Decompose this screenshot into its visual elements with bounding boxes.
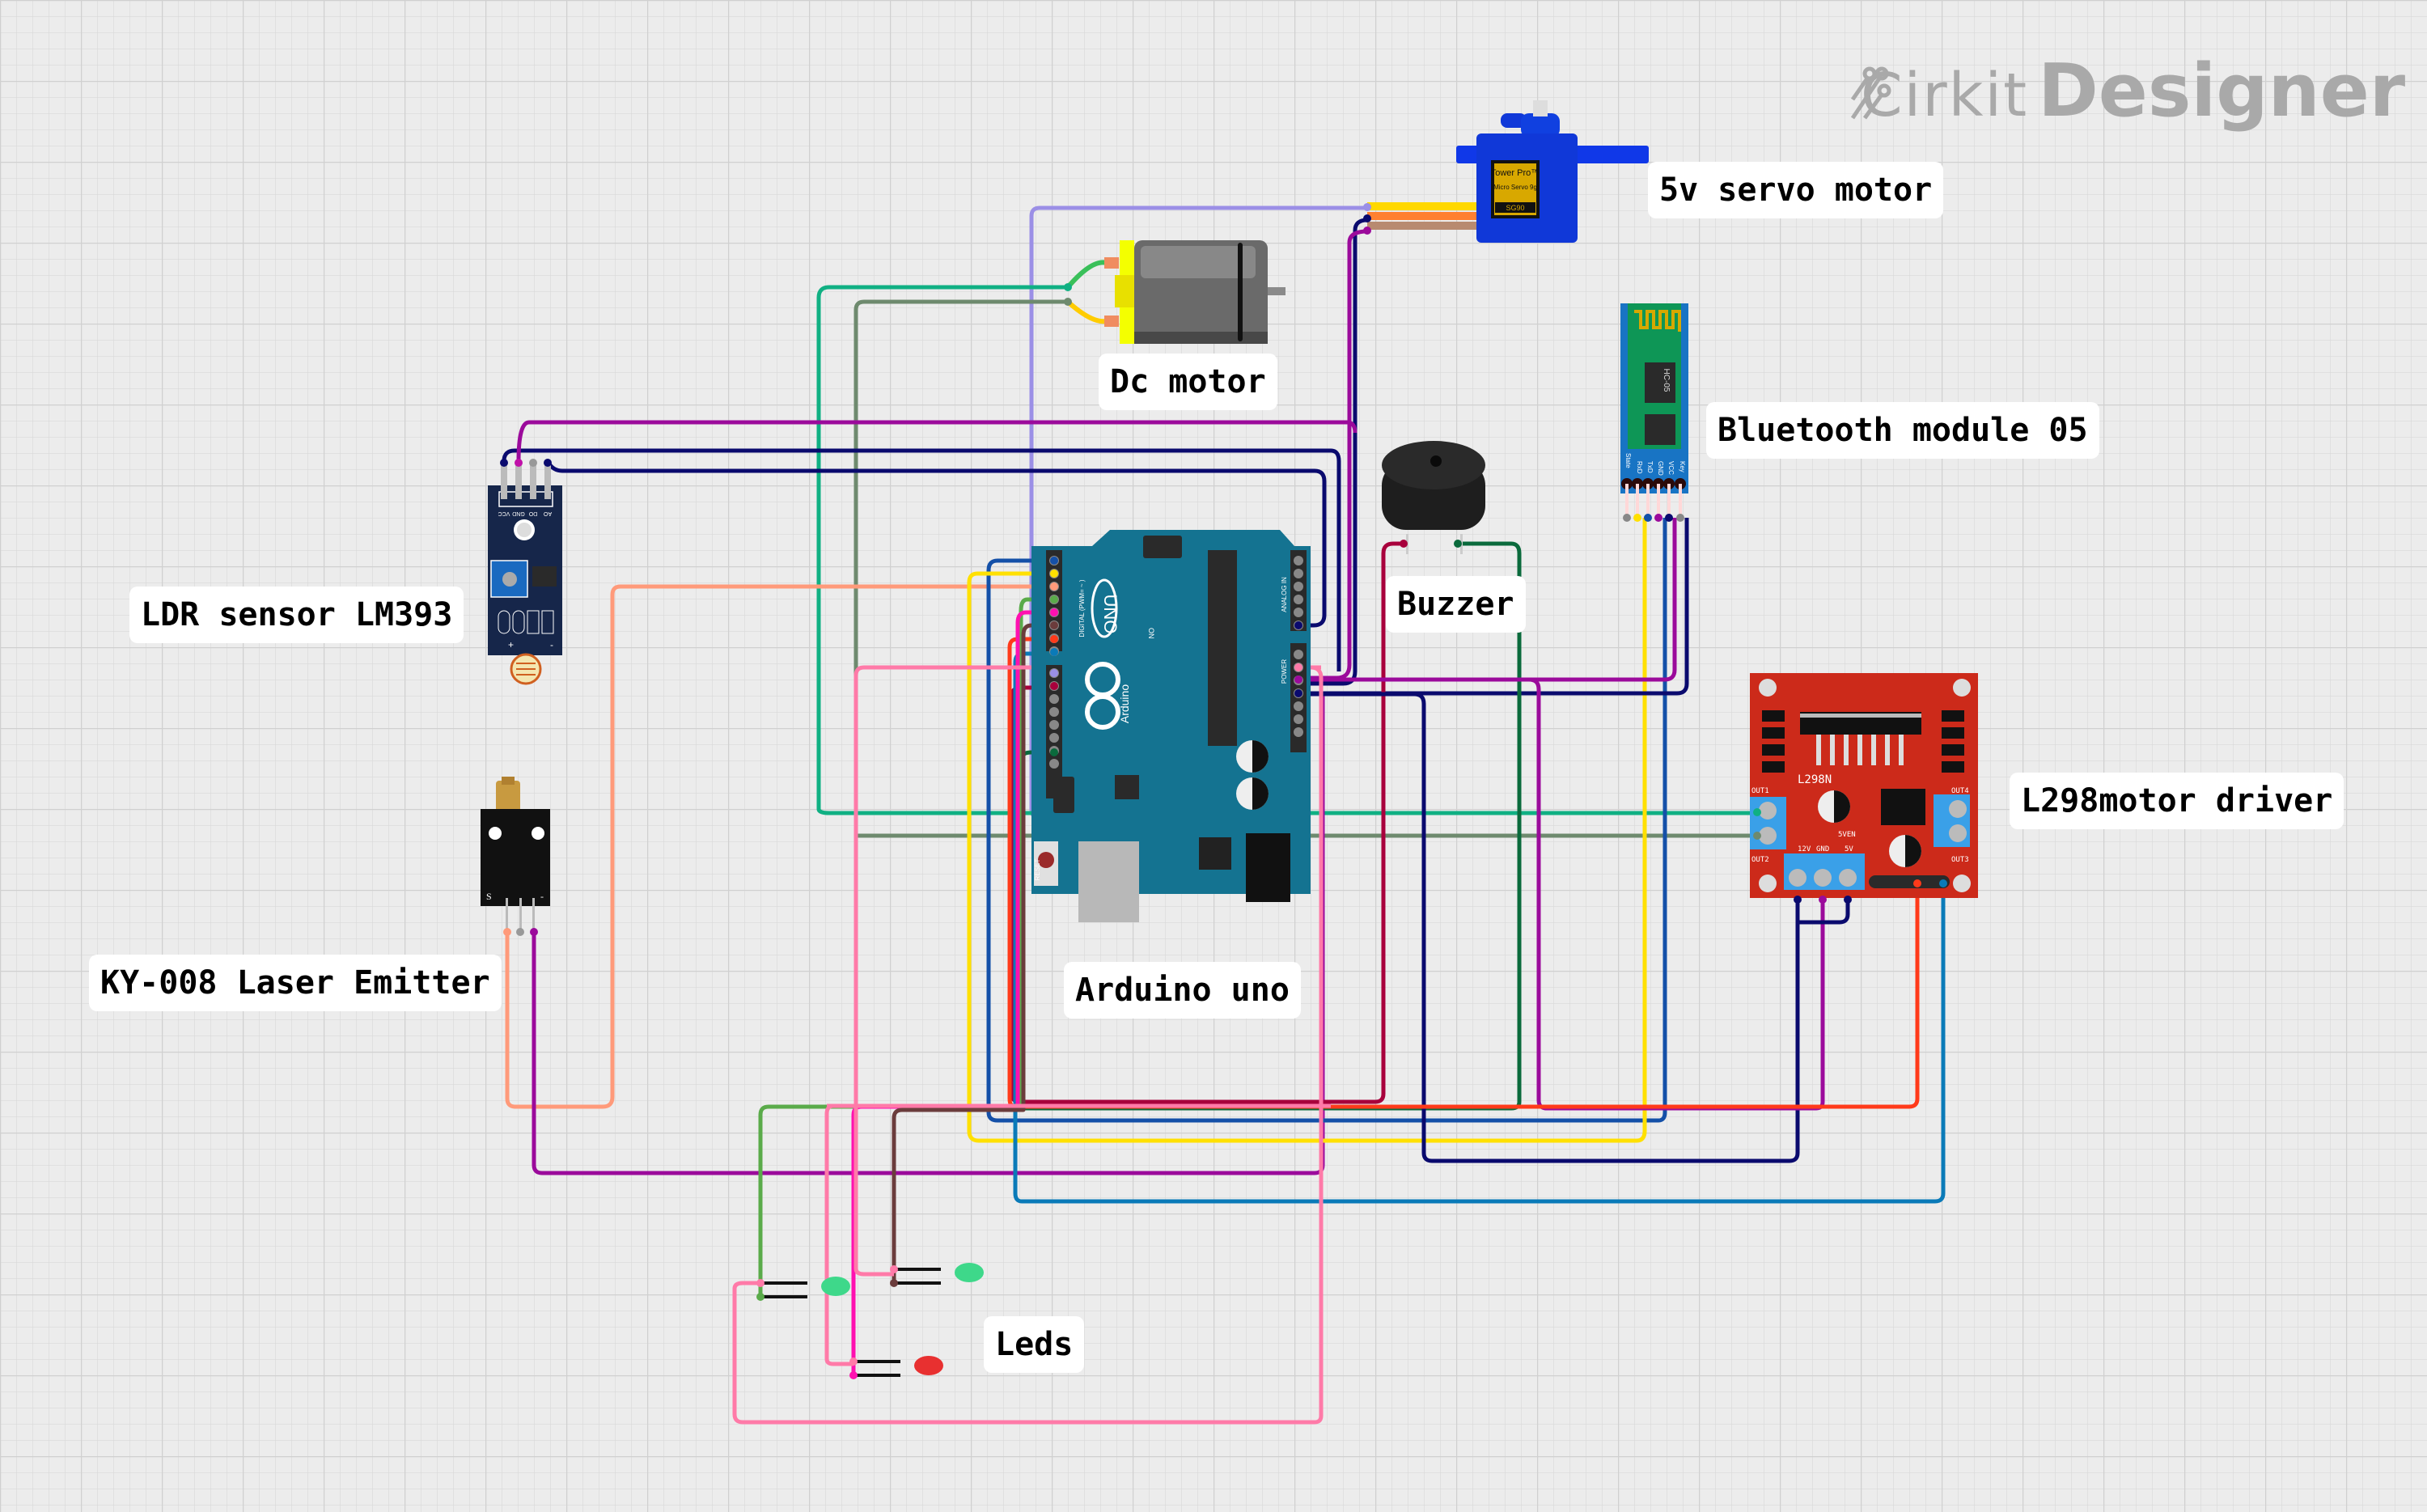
- l298-5ven: 5VEN: [1838, 831, 1856, 839]
- arduino-on-label: ON: [1147, 628, 1155, 639]
- laser-pin-s: S: [486, 891, 492, 902]
- arduino-analog-label: ANALOG IN: [1281, 577, 1288, 612]
- l298-chip-label: L298N: [1798, 773, 1832, 786]
- wire-led-gnd[interactable]: [732, 665, 1324, 1425]
- arduino-reset-label: RESET: [1034, 859, 1041, 881]
- label-laser[interactable]: KY-008 Laser Emitter: [89, 955, 502, 1011]
- servo-marking-mid: Micro Servo 9g: [1493, 184, 1537, 191]
- arduino-uno-logo: UNO: [1100, 595, 1120, 634]
- bluetooth-module[interactable]: HC-05 State RxD TxD GND VCC Key: [1620, 303, 1688, 522]
- laser-pin-minus: -: [540, 891, 544, 902]
- label-arduino[interactable]: Arduino uno: [1064, 962, 1301, 1019]
- wires: [502, 205, 1946, 1425]
- bt-pin-vcc: VCC: [1667, 461, 1675, 475]
- arduino-brand: Arduino: [1118, 684, 1131, 723]
- arduino-pin-a2[interactable]: [1294, 595, 1303, 604]
- ldr-plus: +: [508, 639, 514, 650]
- ldr-pin-vcc: VCC: [498, 510, 510, 516]
- arduino-pin-a3[interactable]: [1294, 582, 1303, 591]
- laser-emitter[interactable]: S -: [481, 777, 550, 936]
- arduino-pin-a4[interactable]: [1294, 569, 1303, 578]
- dc-motor[interactable]: [1064, 240, 1286, 344]
- arduino-uno[interactable]: UNO Arduino ON ANALOG IN POWER DIGITAL (…: [1031, 530, 1311, 922]
- ldr-sensor[interactable]: VCC GND DO AO + -: [488, 459, 562, 685]
- wire-led-gnd-2[interactable]: [853, 665, 1321, 1277]
- bt-pin-state: State: [1624, 453, 1632, 468]
- brand-designer: Designer: [2038, 49, 2406, 133]
- label-bluetooth[interactable]: Bluetooth module 05: [1706, 402, 2099, 459]
- arduino-pin-d10[interactable]: [1049, 694, 1059, 704]
- wire-motor-out2[interactable]: [853, 299, 1756, 838]
- label-dc-motor[interactable]: Dc motor: [1099, 354, 1277, 410]
- wire-ldr-vcc[interactable]: [502, 448, 1341, 671]
- wire-led2-signal[interactable]: [892, 623, 1040, 1282]
- l298-out1: OUT1: [1751, 787, 1769, 795]
- bt-chip-label: HC-05: [1662, 369, 1671, 392]
- ldr-minus: -: [550, 639, 553, 650]
- l298-gnd: GND: [1816, 845, 1829, 853]
- wire-bt-rxd[interactable]: [967, 518, 1647, 1143]
- label-servo[interactable]: 5v servo motor: [1648, 162, 1944, 218]
- wire-buzzer-pos[interactable]: [1009, 541, 1404, 1104]
- label-l298[interactable]: L298motor driver: [2010, 773, 2344, 829]
- l298-motor-driver[interactable]: L298N OUT1 OUT2 OUT3 OUT4 12V GND 5V 5VE…: [1750, 673, 1978, 904]
- wire-servo-gnd[interactable]: [1311, 229, 1368, 680]
- bt-pin-rxd: RxD: [1636, 461, 1643, 474]
- l298-out2: OUT2: [1751, 856, 1769, 864]
- arduino-pin-power-5[interactable]: [1294, 714, 1303, 724]
- bt-pin-gnd: GND: [1657, 461, 1664, 476]
- ldr-pin-do: DO: [528, 510, 537, 516]
- arduino-pin-a1[interactable]: [1294, 608, 1303, 617]
- wire-servo-vcc[interactable]: [1311, 218, 1368, 686]
- wire-ldr-gnd[interactable]: [516, 420, 1358, 462]
- l298-out3: OUT3: [1951, 856, 1969, 864]
- arduino-power-label: POWER: [1281, 659, 1288, 684]
- arduino-pin-d11[interactable]: [1049, 707, 1059, 717]
- servo-motor[interactable]: Tower Pro™ Micro Servo 9g SG90: [1363, 100, 1649, 243]
- label-ldr[interactable]: LDR sensor LM393: [129, 587, 464, 643]
- l298-out4: OUT4: [1951, 787, 1969, 795]
- arduino-pin-a5[interactable]: [1294, 556, 1303, 565]
- arduino-pin-power-6[interactable]: [1294, 727, 1303, 737]
- l298-12v: 12V: [1798, 845, 1811, 853]
- led-red[interactable]: [849, 1356, 943, 1379]
- brand-cirkit: Cirkit: [1861, 61, 2029, 130]
- led-green-1[interactable]: [756, 1277, 850, 1301]
- bt-pin-key: Key: [1679, 461, 1686, 472]
- arduino-digital-label: DIGITAL (PWM= ~ ): [1078, 579, 1086, 637]
- wire-ldr-ao[interactable]: [546, 461, 1327, 628]
- label-buzzer[interactable]: Buzzer: [1386, 576, 1526, 633]
- ldr-pin-gnd: GND: [512, 510, 525, 516]
- l298-5v: 5V: [1845, 845, 1853, 853]
- arduino-pin-d12[interactable]: [1049, 720, 1059, 730]
- wire-l298-5v[interactable]: [1798, 900, 1850, 925]
- wire-l298-12v[interactable]: [1311, 692, 1800, 1163]
- circuit-pins-icon: [1850, 66, 1891, 120]
- wire-bt-gnd[interactable]: [1311, 518, 1677, 682]
- arduino-pin-power-0[interactable]: [1294, 650, 1303, 659]
- servo-marking-top: Tower Pro™: [1491, 168, 1540, 178]
- arduino-pin-d13[interactable]: [1049, 733, 1059, 743]
- led-green-2[interactable]: [890, 1263, 984, 1287]
- bt-pin-txd: TxD: [1646, 461, 1654, 473]
- label-leds[interactable]: Leds: [984, 1316, 1085, 1373]
- servo-marking-bottom: SG90: [1506, 204, 1524, 212]
- arduino-pin-power-4[interactable]: [1294, 701, 1303, 711]
- wire-motor-out1[interactable]: [816, 285, 1756, 815]
- ldr-pin-ao: AO: [543, 510, 552, 516]
- wire-bt-vcc[interactable]: [1311, 518, 1689, 696]
- wire-bt-txd[interactable]: [986, 518, 1667, 1123]
- buzzer[interactable]: [1382, 441, 1485, 554]
- arduino-pin-d15[interactable]: [1049, 759, 1059, 769]
- wire-laser-signal[interactable]: [505, 584, 1040, 1109]
